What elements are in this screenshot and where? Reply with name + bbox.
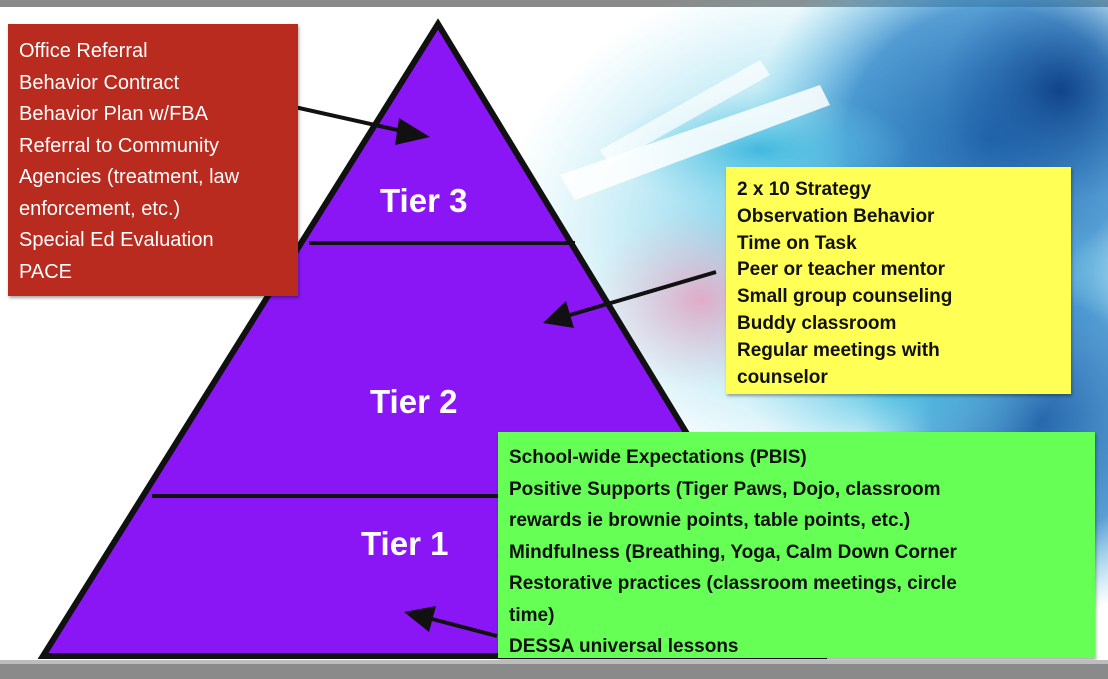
tier1-item: School-wide Expectations (PBIS) xyxy=(509,447,807,468)
top-border xyxy=(0,0,1108,7)
tier2-item: Regular meetings with xyxy=(737,339,940,361)
tier3-item: Office Referral xyxy=(19,40,148,62)
tier2-item: Time on Task xyxy=(737,232,857,254)
tier1-item: Mindfulness (Breathing, Yoga, Calm Down … xyxy=(509,541,957,563)
bottom-border xyxy=(0,660,1108,679)
arrow-tier2 xyxy=(543,270,717,328)
tier3-item: Agencies (treatment, law xyxy=(19,166,240,188)
tier2-item: 2 x 10 Strategy xyxy=(737,179,872,200)
tier2-item: counselor xyxy=(737,366,828,388)
tier1-item: rewards ie brownie points, table points,… xyxy=(509,510,911,531)
tier2-item: Buddy classroom xyxy=(737,312,897,334)
tier1-item: time) xyxy=(509,604,555,626)
tier-2-interventions-box: 2 x 10 Strategy Observation Behavior Tim… xyxy=(726,167,1071,394)
tier3-item: Special Ed Evaluation xyxy=(19,229,214,251)
tier3-item: enforcement, etc.) xyxy=(19,197,181,220)
bottom-border-highlight xyxy=(0,660,1108,664)
tier2-item: Observation Behavior xyxy=(737,205,935,227)
tier-1-interventions-box: School-wide Expectations (PBIS) Positive… xyxy=(498,432,1095,658)
tier1-item: Restorative practices (classroom meeting… xyxy=(509,573,957,594)
arrow-tier1 xyxy=(404,606,498,638)
tier3-item: Behavior Plan w/FBA xyxy=(19,103,208,125)
tier3-item: PACE xyxy=(19,260,72,283)
tier3-item: Behavior Contract xyxy=(19,71,180,94)
tier-2-label: Tier 2 xyxy=(370,383,458,420)
tier2-item: Small group counseling xyxy=(737,286,953,308)
tier-3-label: Tier 3 xyxy=(380,182,468,219)
tier-1-label: Tier 1 xyxy=(361,525,449,562)
tier2-item: Peer or teacher mentor xyxy=(737,259,946,281)
tier1-item: DESSA universal lessons xyxy=(509,636,739,657)
tier-3-interventions-box: Office Referral Behavior Contract Behavi… xyxy=(8,24,298,296)
tier1-item: Positive Supports (Tiger Paws, Dojo, cla… xyxy=(509,478,941,500)
tier3-item: Referral to Community xyxy=(19,134,220,157)
